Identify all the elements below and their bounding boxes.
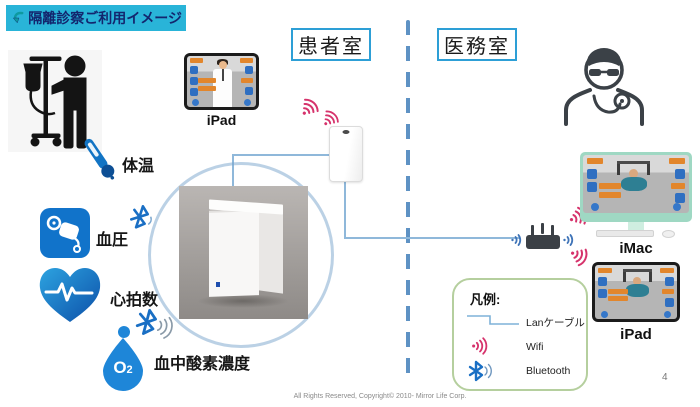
- lan-cable-line: [344, 182, 346, 239]
- blood-pressure-icon: [40, 208, 90, 258]
- iv-drip-patient-icon: [8, 50, 102, 152]
- keyboard: [596, 230, 654, 237]
- wifi-icon: [316, 105, 344, 133]
- bluetooth-icon: [130, 303, 177, 346]
- page-title: 隔離診察ご利用イメージ: [28, 10, 182, 26]
- wifi-icon: [293, 92, 324, 123]
- title-banner: 隔離診察ご利用イメージ: [6, 5, 186, 31]
- legend-title: 凡例:: [470, 292, 501, 307]
- sensor-label-blood-pressure: 血圧: [96, 232, 129, 249]
- sensor-label-spo2: 血中酸素濃度: [154, 356, 251, 373]
- office-imac-label: iMac: [619, 240, 653, 257]
- video-call-screen-doctor-view: [187, 56, 256, 107]
- access-point-top-port: [342, 130, 350, 134]
- wifi-icon: [564, 241, 594, 272]
- sensor-label-temperature: 体温: [122, 158, 155, 175]
- legend-label-wifi: Wifi: [526, 341, 544, 353]
- router-antenna: [531, 225, 534, 236]
- legend-box: 凡例: Lanケーブル Wifi Bluetooth: [452, 278, 588, 391]
- office-ipad: [592, 262, 680, 322]
- room-divider-dashed-line: [406, 20, 410, 376]
- lan-cable-line: [344, 237, 520, 239]
- heart-rate-icon: [34, 262, 106, 328]
- office-imac: [580, 152, 692, 222]
- gateway-box-photo: [179, 186, 308, 319]
- wifi-icon: [470, 336, 490, 356]
- bluetooth-icon: [468, 360, 494, 382]
- copyright-text: All Rights Reserved, Copyright© 2010- Mi…: [293, 393, 467, 400]
- video-call-screen-patient-view: [595, 265, 677, 319]
- office-router: [526, 235, 560, 249]
- router-antenna: [551, 225, 554, 236]
- room-label-patient: 患者室: [291, 28, 371, 61]
- o2-icon-text: O2: [113, 358, 133, 377]
- room-label-office: 医務室: [437, 28, 517, 61]
- router-antenna: [541, 223, 544, 234]
- device-halo-circle: [148, 162, 334, 348]
- lan-cable-line: [232, 154, 330, 156]
- sensor-label-heart-rate: 心拍数: [110, 292, 159, 309]
- mouse: [662, 230, 675, 238]
- curved-arrow-icon: [12, 11, 24, 24]
- signal-icon: [562, 232, 576, 248]
- access-point-white: [329, 126, 363, 182]
- legend-label-bluetooth: Bluetooth: [526, 365, 571, 377]
- thermometer-icon: [66, 125, 132, 192]
- video-call-screen-patient-view: [583, 155, 689, 213]
- page-number: 4: [662, 372, 668, 383]
- o2-drop-icon: O2: [94, 324, 152, 394]
- lan-cable-legend-line: [467, 315, 519, 325]
- patient-ipad: [184, 53, 259, 110]
- patient-ipad-label: iPad: [206, 112, 237, 128]
- office-ipad-label: iPad: [620, 326, 652, 343]
- doctor-icon: [556, 44, 650, 128]
- signal-icon: [510, 232, 524, 248]
- power-led: [216, 282, 220, 287]
- imac-stand: [628, 222, 644, 230]
- bluetooth-icon: [124, 200, 162, 238]
- legend-label-lan: Lanケーブル: [526, 317, 585, 329]
